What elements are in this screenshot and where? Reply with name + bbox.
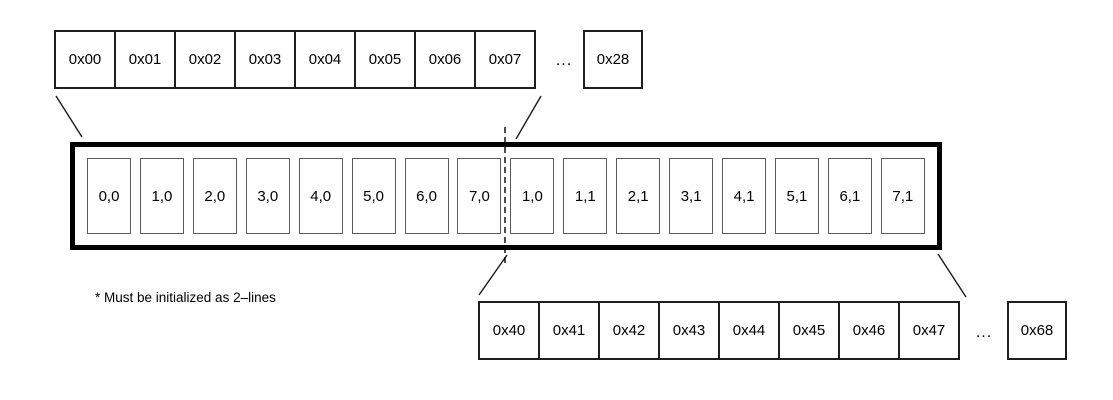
buffer-cell: 7,0 [457, 158, 502, 234]
address-cell: 0x00 [54, 30, 116, 89]
top-address-row: 0x00 0x01 0x02 0x03 0x04 0x05 0x06 0x07 [54, 30, 536, 89]
address-cell: 0x46 [838, 301, 900, 360]
buffer-cell: 3,1 [669, 158, 714, 234]
bottom-address-row: 0x40 0x41 0x42 0x43 0x44 0x45 0x46 0x47 [478, 301, 960, 360]
buffer-cell: 4,1 [722, 158, 767, 234]
buffer-cell: 0,0 [87, 158, 131, 234]
buffer-cell: 1,0 [139, 158, 184, 234]
address-cell: 0x40 [478, 301, 540, 360]
buffer-cell: 6,1 [827, 158, 872, 234]
buffer-cell: 2,1 [616, 158, 661, 234]
buffer-cell: 2,0 [192, 158, 237, 234]
buffer-cell: 6,0 [404, 158, 449, 234]
footnote: * Must be initialized as 2–lines [95, 290, 276, 305]
buffer-cell: 7,1 [880, 158, 925, 234]
address-cell: 0x44 [718, 301, 780, 360]
buffer-cell: 1,1 [563, 158, 608, 234]
address-cell: 0x43 [658, 301, 720, 360]
connector-top-left [55, 95, 83, 138]
address-cell: 0x06 [414, 30, 476, 89]
bottom-ellipsis: ... [975, 324, 993, 341]
address-cell: 0x45 [778, 301, 840, 360]
top-tail-address-cell: 0x28 [583, 30, 643, 89]
buffer-cell: 4,0 [298, 158, 343, 234]
buffer-frame: 0,0 1,0 2,0 3,0 4,0 5,0 6,0 7,0 1,0 1,1 … [70, 142, 942, 250]
connector-bottom-left [478, 254, 508, 296]
connector-top-right [515, 95, 542, 140]
buffer-cell: 3,0 [245, 158, 290, 234]
address-cell: 0x03 [234, 30, 296, 89]
top-ellipsis: ... [555, 52, 573, 69]
connector-bottom-right [937, 253, 967, 298]
address-cell: 0x47 [898, 301, 960, 360]
address-cell: 0x01 [114, 30, 176, 89]
buffer-cell: 1,0 [510, 158, 555, 234]
buffer-cell: 5,0 [351, 158, 396, 234]
address-cell: 0x41 [538, 301, 600, 360]
address-cell: 0x05 [354, 30, 416, 89]
address-cell: 0x04 [294, 30, 356, 89]
buffer-cell: 5,1 [774, 158, 819, 234]
address-cell: 0x42 [598, 301, 660, 360]
address-cell: 0x02 [174, 30, 236, 89]
address-cell: 0x07 [474, 30, 536, 89]
bottom-tail-address-cell: 0x68 [1007, 301, 1067, 360]
